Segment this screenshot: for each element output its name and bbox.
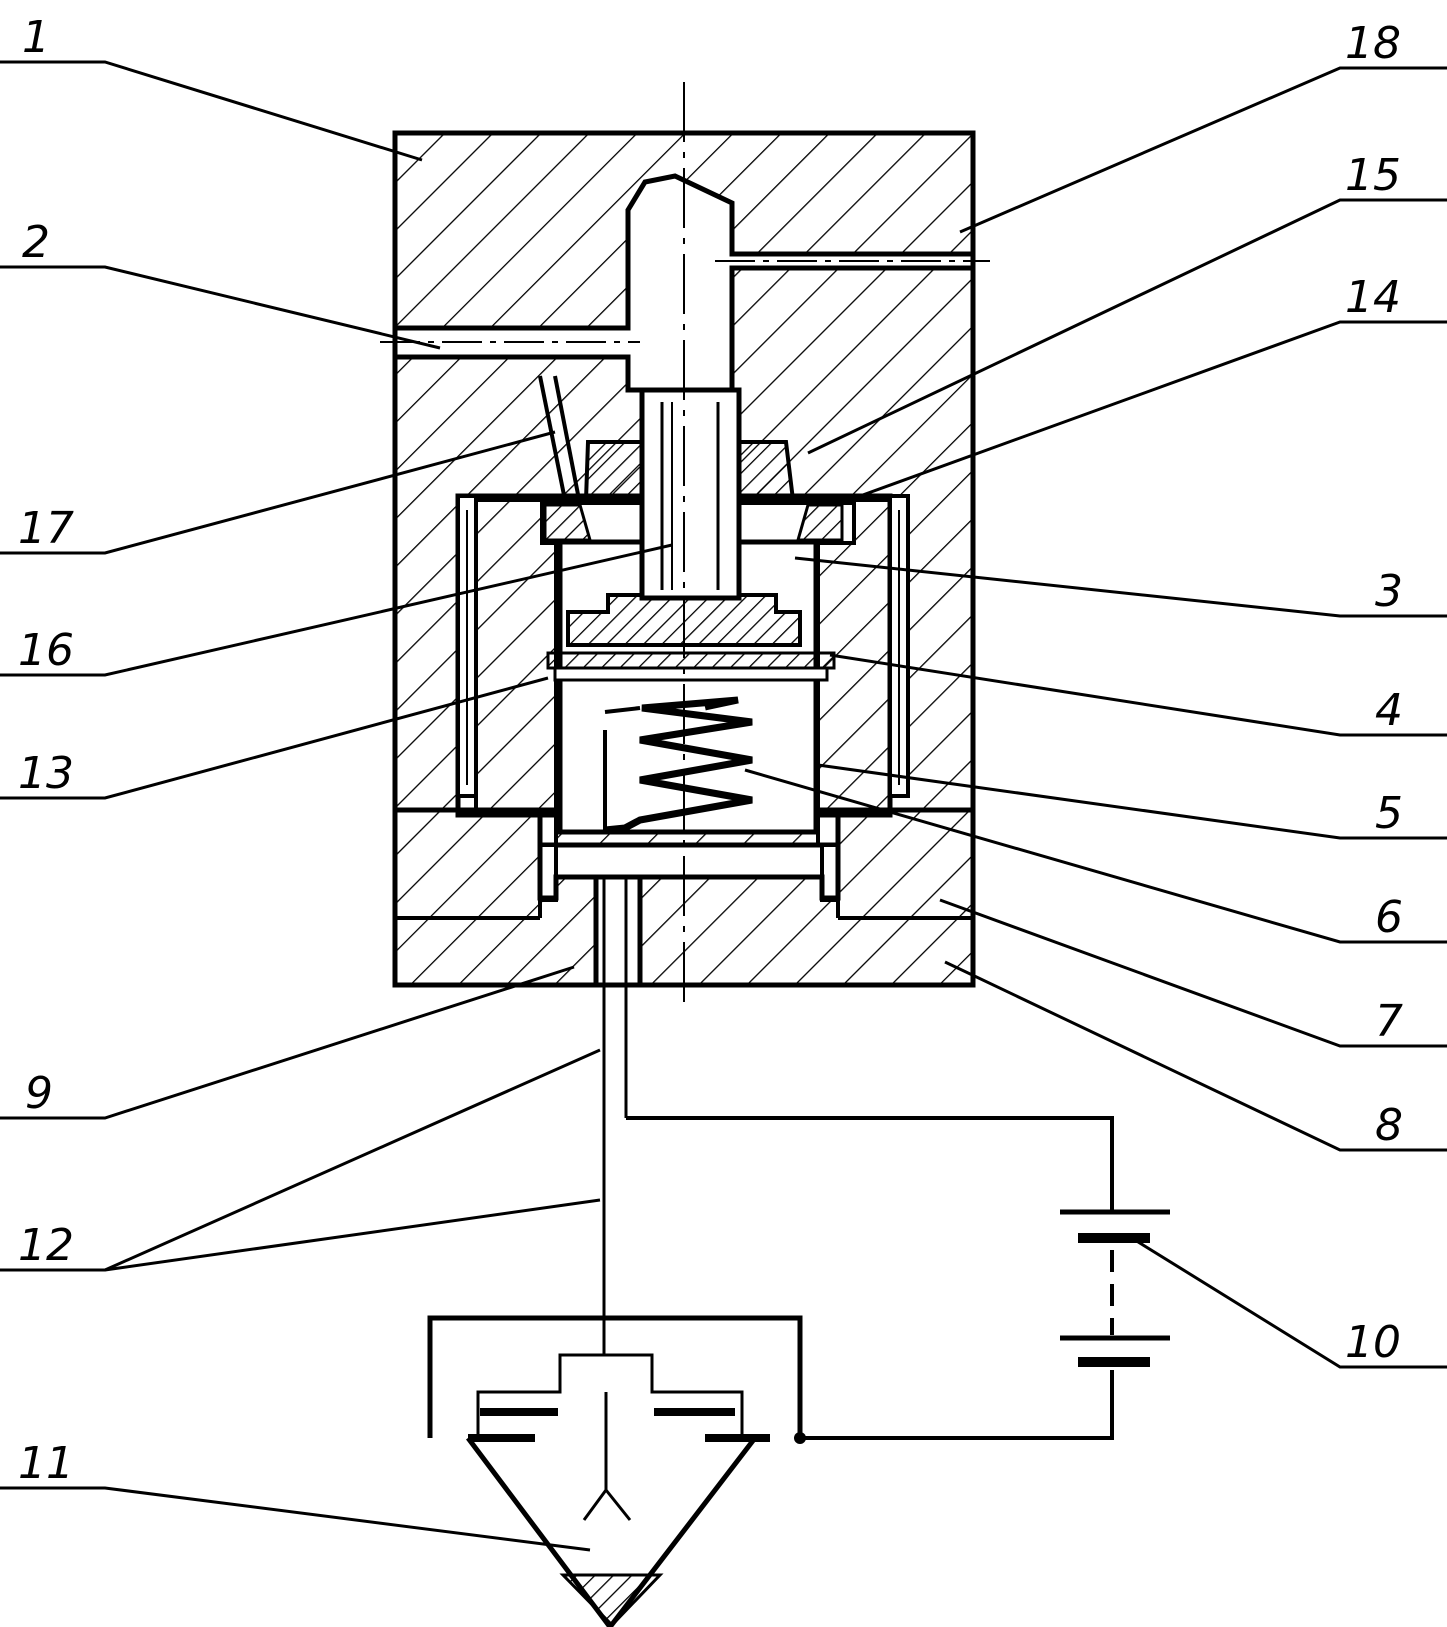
label-3: 3: [1375, 566, 1403, 617]
leader-lines: [0, 60, 1447, 1552]
label-6: 6: [1375, 892, 1403, 943]
part-labels: 1 2 17 16 13 9 12 11 18 15 14 3 4 5 6 7 …: [18, 12, 1403, 1489]
chamber-assembly: [456, 387, 910, 902]
electric-circuit: [427, 877, 1170, 1627]
battery: [1060, 1209, 1170, 1367]
label-18: 18: [1345, 18, 1401, 69]
label-2: 2: [22, 217, 50, 268]
label-12: 12: [18, 1220, 74, 1271]
label-14: 14: [1345, 272, 1401, 323]
label-17: 17: [18, 503, 74, 554]
label-8: 8: [1375, 1100, 1403, 1151]
label-10: 10: [1345, 1317, 1401, 1368]
label-13: 13: [18, 748, 74, 799]
label-15: 15: [1345, 150, 1401, 201]
label-7: 7: [1375, 996, 1403, 1047]
indicator-lamp: [427, 1315, 803, 1627]
label-1: 1: [22, 12, 50, 63]
label-9: 9: [25, 1068, 53, 1119]
label-4: 4: [1375, 685, 1403, 736]
label-16: 16: [18, 625, 74, 676]
label-5: 5: [1375, 788, 1403, 839]
label-11: 11: [18, 1438, 74, 1489]
